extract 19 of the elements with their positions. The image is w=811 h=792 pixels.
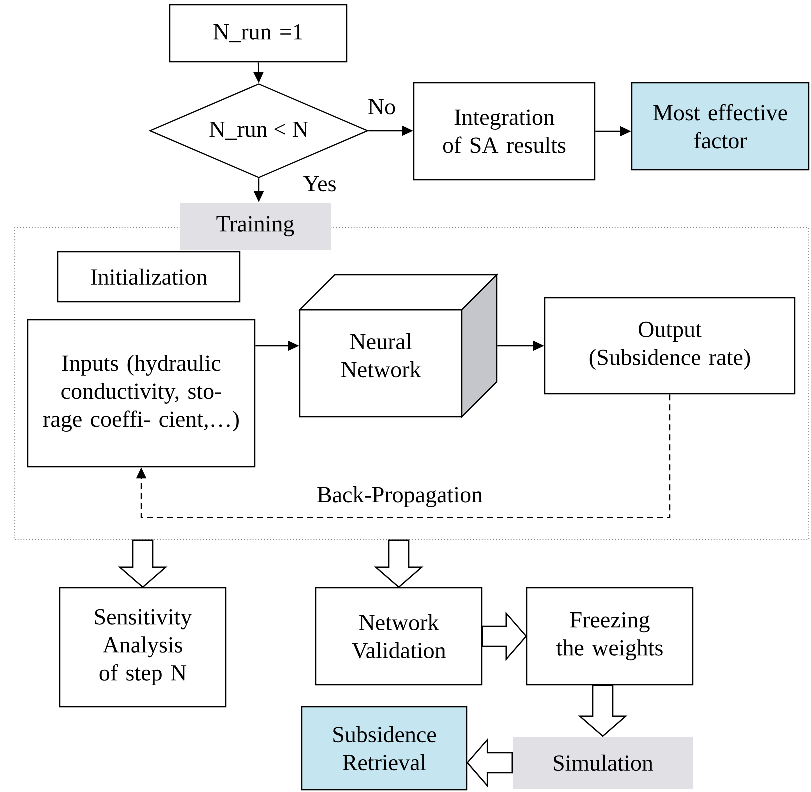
edge-label: No bbox=[366, 98, 398, 116]
result-box: Most effective factor bbox=[631, 82, 810, 171]
result-box: Subsidence Retrieval bbox=[301, 706, 468, 791]
arrow bbox=[466, 738, 514, 788]
arrow bbox=[374, 540, 424, 588]
simulation-box: Simulation bbox=[513, 736, 693, 789]
process-box: Initialization bbox=[57, 251, 241, 303]
arrow bbox=[482, 612, 528, 662]
arrow bbox=[136, 394, 671, 518]
process-box: Inputs (hydraulic conductivity, sto- rage coeffi- cient,…) bbox=[27, 319, 256, 468]
arrow bbox=[118, 540, 168, 588]
edge-label: Back-Propagation bbox=[316, 486, 484, 508]
arrow bbox=[578, 684, 628, 738]
process-box: Output (Subsidence rate) bbox=[544, 297, 796, 395]
process-box: Network Validation bbox=[315, 587, 483, 686]
process-box: Freezing the weights bbox=[526, 587, 694, 686]
process-box: Integration of SA results bbox=[413, 82, 596, 181]
process-box: N_run =1 bbox=[169, 4, 348, 63]
process-box: Sensitivity Analysis of step N bbox=[59, 587, 227, 708]
